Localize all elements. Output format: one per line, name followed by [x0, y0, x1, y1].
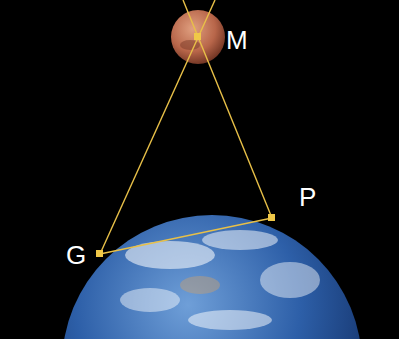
sight-lines [100, 0, 272, 254]
mars [171, 10, 225, 64]
point-label: M [226, 27, 248, 53]
point-label: P [299, 184, 316, 210]
point-markers [96, 33, 275, 257]
point-label: G [66, 242, 86, 268]
earth [62, 215, 362, 339]
